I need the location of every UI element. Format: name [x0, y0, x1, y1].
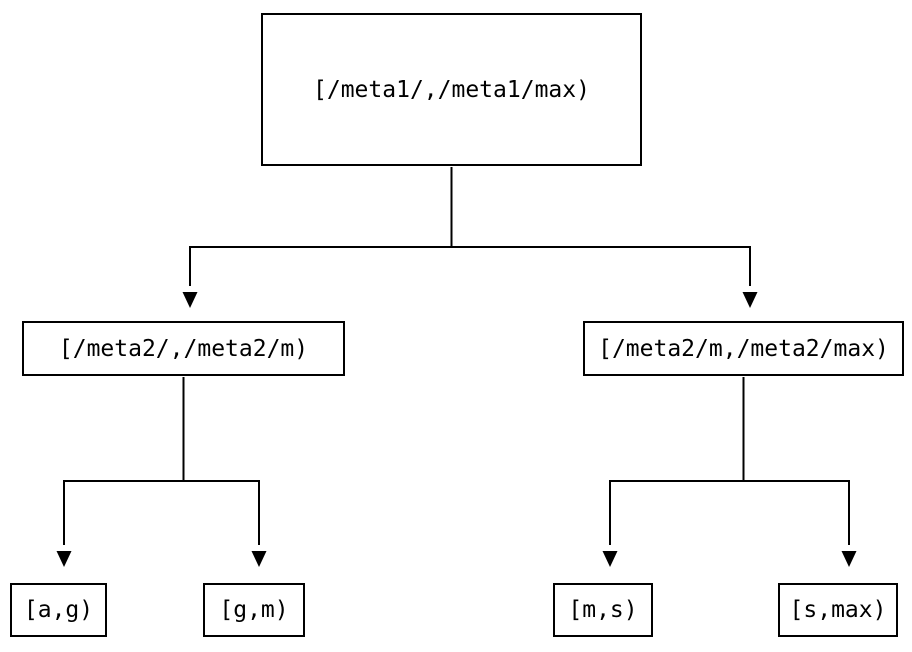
arrow-down-icon: [602, 551, 618, 567]
node-leaf-m-s: [m,s): [553, 583, 653, 637]
node-label: [/meta2/m,/meta2/max): [598, 335, 889, 362]
node-label: [/meta1/,/meta1/max): [313, 76, 590, 103]
node-label: [g,m): [219, 597, 289, 623]
node-root-range: [/meta1/,/meta1/max): [261, 13, 642, 166]
node-meta2-right-range: [/meta2/m,/meta2/max): [583, 321, 904, 376]
node-leaf-a-g: [a,g): [10, 583, 107, 637]
arrow-down-icon: [251, 551, 267, 567]
arrow-down-icon: [182, 292, 198, 308]
arrow-down-icon: [56, 551, 72, 567]
node-label: [s,max): [789, 597, 887, 623]
arrow-down-icon: [841, 551, 857, 567]
node-leaf-g-m: [g,m): [203, 583, 305, 637]
node-meta2-left-range: [/meta2/,/meta2/m): [22, 321, 345, 376]
node-label: [m,s): [568, 597, 638, 623]
node-label: [a,g): [23, 597, 94, 623]
node-label: [/meta2/,/meta2/m): [58, 335, 309, 362]
arrow-down-icon: [742, 292, 758, 308]
node-leaf-s-max: [s,max): [778, 583, 898, 637]
